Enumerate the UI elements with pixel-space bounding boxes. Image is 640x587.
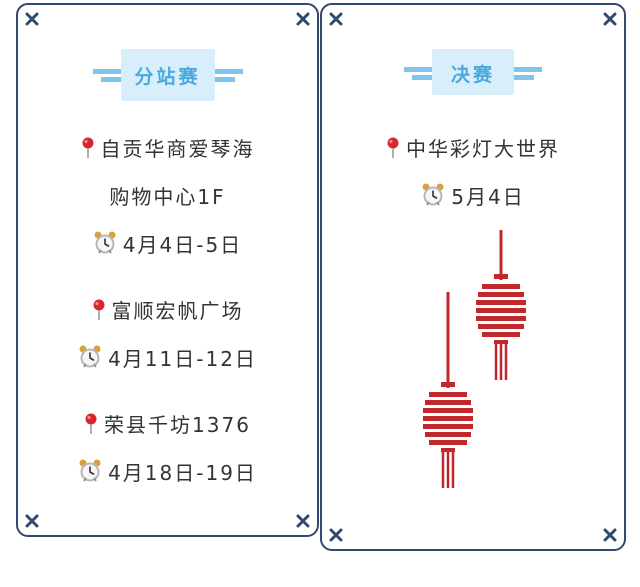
date-line: 5月4日 bbox=[322, 181, 624, 212]
venue-name: 荣县千坊1376 bbox=[104, 413, 251, 437]
alarm-clock-icon bbox=[421, 183, 445, 212]
date-line: 4月11日-12日 bbox=[18, 343, 317, 374]
round-pushpin-icon bbox=[92, 299, 106, 326]
round-pushpin-icon bbox=[84, 413, 98, 440]
alarm-clock-icon bbox=[78, 345, 102, 374]
venue-line: 中华彩灯大世界 bbox=[322, 133, 624, 164]
venue-line: 自贡华商爱琴海 bbox=[18, 133, 317, 164]
cross-corner-icon bbox=[329, 528, 343, 542]
date-text: 4月11日-12日 bbox=[108, 347, 257, 371]
venue-line: 富顺宏帆广场 bbox=[18, 295, 317, 326]
date-text: 4月4日-5日 bbox=[122, 233, 243, 257]
round-pushpin-icon bbox=[81, 137, 95, 164]
cross-corner-icon bbox=[603, 528, 617, 542]
alarm-clock-icon bbox=[93, 231, 117, 260]
qualifier-panel: 分站赛 自贡华商爱琴海 购物中心1F 4月4日-5日 富顺宏帆广场 4月11日-… bbox=[16, 3, 319, 537]
alarm-clock-icon bbox=[78, 459, 102, 488]
cross-corner-icon bbox=[25, 514, 39, 528]
lantern-icon bbox=[476, 230, 526, 380]
venue-name: 富顺宏帆广场 bbox=[111, 299, 244, 323]
cross-corner-icon bbox=[329, 12, 343, 26]
final-title: 决赛 bbox=[450, 64, 495, 86]
lantern-decoration bbox=[412, 230, 532, 495]
final-title-badge: 决赛 bbox=[404, 43, 542, 103]
qualifier-title: 分站赛 bbox=[134, 66, 201, 88]
venue-name-continued: 购物中心1F bbox=[109, 185, 226, 209]
date-text: 4月18日-19日 bbox=[108, 461, 257, 485]
date-text: 5月4日 bbox=[451, 185, 525, 209]
final-panel: 决赛 中华彩灯大世界 5月4日 bbox=[320, 3, 626, 551]
cross-corner-icon bbox=[25, 12, 39, 26]
venue-name: 自贡华商爱琴海 bbox=[100, 137, 255, 161]
venue-line-continued: 购物中心1F bbox=[18, 181, 317, 210]
date-line: 4月4日-5日 bbox=[18, 229, 317, 260]
cross-corner-icon bbox=[296, 12, 310, 26]
cross-corner-icon bbox=[296, 514, 310, 528]
venue-name: 中华彩灯大世界 bbox=[406, 137, 560, 161]
venue-line: 荣县千坊1376 bbox=[18, 409, 317, 440]
round-pushpin-icon bbox=[386, 137, 400, 164]
date-line: 4月18日-19日 bbox=[18, 457, 317, 488]
cross-corner-icon bbox=[603, 12, 617, 26]
lantern-icon bbox=[423, 292, 473, 488]
qualifier-title-badge: 分站赛 bbox=[92, 45, 243, 105]
